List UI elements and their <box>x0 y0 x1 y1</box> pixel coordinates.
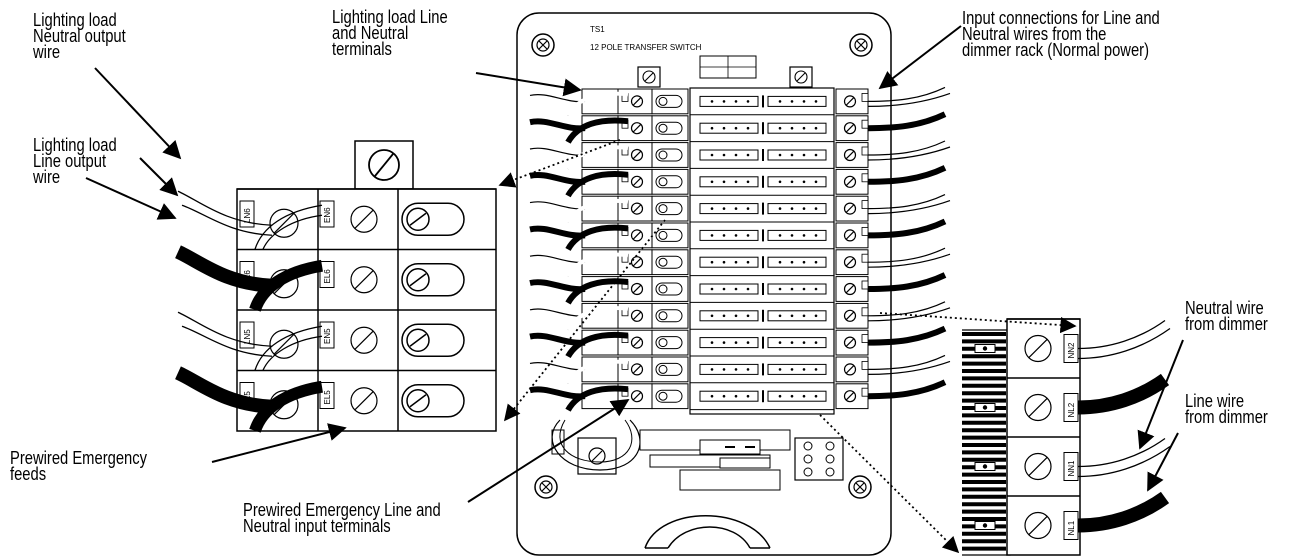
load-terminal-label: LN6 <box>243 208 252 223</box>
dimmer-line-wire <box>1077 373 1170 415</box>
callout-input-connections: Input connections for Line and Neutral w… <box>962 8 1160 60</box>
input-terminal-label: NL2 <box>1067 402 1076 417</box>
load-terminal-label: LN5 <box>243 329 252 344</box>
dimmer-neutral-wire <box>1077 319 1166 350</box>
mounting-screw-bottom-left <box>534 475 558 499</box>
load-terminal-screw <box>269 208 299 238</box>
emergency-feed-wire <box>254 325 323 371</box>
emergency-terminal-label: EL5 <box>323 390 332 405</box>
line-output-wire <box>174 366 273 414</box>
line-output-wire <box>174 245 273 293</box>
input-terminal-screw <box>1024 511 1052 540</box>
emergency-terminal-screw <box>350 387 378 415</box>
emergency-terminal-label: EN6 <box>323 207 332 223</box>
panel-title: 12 POLE TRANSFER SWITCH <box>590 43 702 52</box>
load-terminal-tab <box>239 200 255 228</box>
callout-lighting-line-output: Lighting load Line output wire <box>33 135 117 187</box>
neutral-output-wire <box>177 190 273 226</box>
callout-arrows <box>85 25 1184 503</box>
emergency-terminal-tab <box>319 200 335 228</box>
input-terminal-screw <box>1024 334 1052 363</box>
transfer-switch-panel: TS1 12 POLE TRANSFER SWITCH <box>516 12 951 556</box>
emergency-terminal-tab <box>319 382 335 409</box>
emergency-feed-wire <box>249 380 324 433</box>
control-block <box>551 419 844 549</box>
dimmer-neutral-wire <box>1077 437 1166 468</box>
load-terminal-screw <box>269 329 299 359</box>
neutral-output-wire <box>177 311 273 347</box>
callout-lighting-neutral-output: Lighting load Neutral output wire <box>33 10 126 62</box>
emergency-feed-wire <box>249 259 324 312</box>
input-terminal-screw <box>1024 393 1052 422</box>
input-terminal-screw <box>1024 452 1052 481</box>
relay-rows <box>690 95 834 411</box>
emergency-terminal-label: EL6 <box>323 269 332 284</box>
emergency-terminal-tab <box>319 321 335 349</box>
emergency-terminal-screw <box>350 205 378 233</box>
load-terminal-tab <box>239 321 255 349</box>
emergency-terminal-screw <box>350 266 378 294</box>
mounting-screw-top-right <box>849 33 873 57</box>
callout-emergency-feeds: Prewired Emergency feeds <box>10 448 147 484</box>
detail-leaders <box>498 139 1077 554</box>
mounting-screw-bottom-right <box>848 475 872 499</box>
callout-lighting-terminals: Lighting load Line and Neutral terminals <box>332 7 448 59</box>
dimmer-line-wire <box>1077 491 1170 533</box>
emergency-feed-wire <box>254 204 323 250</box>
input-terminal-label: NN2 <box>1067 342 1076 359</box>
callout-emergency-input-terminals: Prewired Emergency Line and Neutral inpu… <box>243 500 441 536</box>
input-terminal-label: NL1 <box>1067 520 1076 535</box>
emergency-terminal-label: EN5 <box>323 328 332 344</box>
emergency-terminal-screw <box>350 326 378 354</box>
mounting-screw-top-left <box>531 33 555 57</box>
emergency-terminal-tab <box>319 261 335 288</box>
callout-neutral-from-dimmer: Neutral wire from dimmer <box>1185 298 1268 334</box>
input-terminal-label: NN1 <box>1067 460 1076 477</box>
panel-wires <box>529 86 951 412</box>
panel-id: TS1 <box>590 25 605 34</box>
callout-line-from-dimmer: Line wire from dimmer <box>1185 391 1268 427</box>
